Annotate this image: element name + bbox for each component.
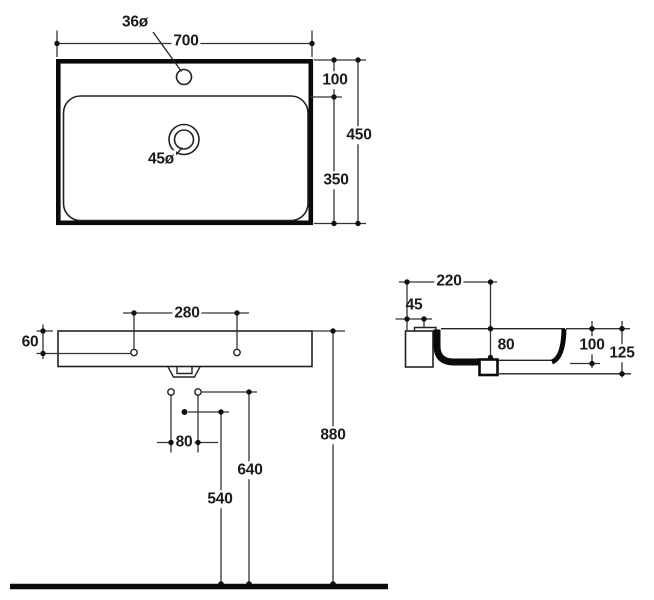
front-lip-section [550, 328, 567, 365]
dim-label-width-700: 700 [171, 32, 201, 50]
dim-label-rim-height-880: 880 [318, 426, 348, 444]
dim-label-rim-60: 60 [21, 333, 39, 351]
dim-label-outlet-640: 640 [235, 461, 265, 479]
dim-label-depth-front-350: 350 [321, 171, 351, 189]
top-view [54, 30, 366, 227]
dim-label-side-80: 80 [497, 336, 515, 354]
dim-label-body-100: 100 [577, 336, 607, 354]
side-view [395, 279, 631, 378]
drain-outlet-section [478, 358, 499, 377]
dim-label-trap-540: 540 [205, 490, 235, 508]
fixing-hole-right [233, 348, 241, 357]
dim-label-drain-diameter: 45ø [145, 150, 177, 168]
dim-label-overall-125: 125 [607, 344, 637, 362]
drain-hole-inner [173, 129, 195, 150]
ceramic-wall-section [433, 329, 479, 366]
dim-label-lower-80: 80 [173, 433, 195, 451]
dim-label-fixing-45: 45 [405, 296, 423, 314]
side-dim-lines [395, 281, 630, 378]
dim-label-side-depth-220: 220 [434, 272, 464, 290]
dim-label-hole-spacing-280: 280 [172, 304, 202, 322]
fixing-hole-left [130, 348, 138, 357]
wall-bracket-outline [404, 330, 434, 368]
tap-hole-leader-line [152, 31, 183, 72]
outlet-point [181, 409, 188, 415]
drain-hole-outer [168, 123, 200, 156]
basin-outer-rim [55, 58, 314, 226]
lower-hole-right [194, 388, 202, 396]
side-dim-dots [404, 279, 625, 377]
drain-fitting-front [167, 366, 201, 378]
dim-label-depth-450: 450 [344, 126, 374, 144]
lower-hole-left [167, 388, 175, 396]
basin-bowl-outline [62, 95, 309, 222]
basin-front-outline [57, 330, 313, 368]
tap-hole [175, 68, 193, 86]
dim-label-tap-diameter: 36ø [119, 13, 151, 31]
dim-label-depth-back-100: 100 [320, 71, 350, 89]
bracket-tab [413, 326, 437, 331]
dim-dots-top [54, 40, 361, 227]
front-view [10, 310, 388, 590]
